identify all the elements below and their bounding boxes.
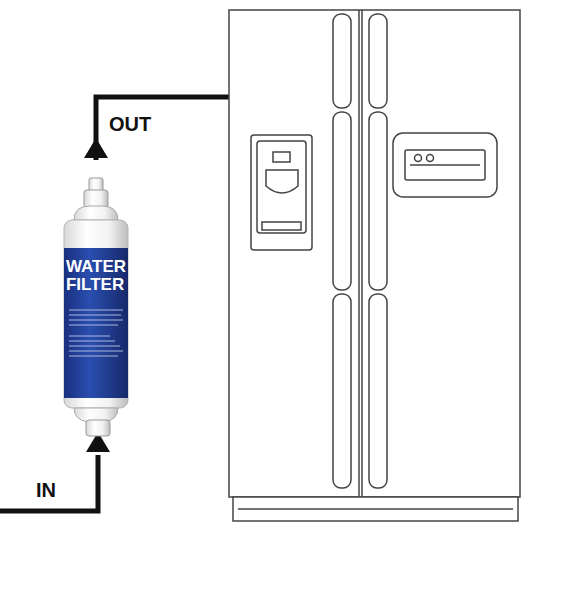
inlet-pipe bbox=[0, 455, 98, 511]
dispenser-paddle bbox=[266, 170, 298, 193]
dispenser-button bbox=[273, 152, 290, 162]
control-button bbox=[415, 155, 422, 162]
outlet-pipe bbox=[96, 97, 229, 160]
flow-label: IN bbox=[36, 480, 56, 500]
fridge-cabinet bbox=[229, 10, 520, 497]
base-grille bbox=[238, 508, 513, 510]
display-divider bbox=[410, 164, 480, 166]
door-split bbox=[358, 10, 360, 497]
door-split bbox=[361, 10, 363, 497]
outlet-fitting bbox=[84, 190, 108, 208]
door-handle bbox=[333, 294, 351, 488]
filter-body bbox=[64, 220, 128, 408]
filter-label: WATER FILTER bbox=[66, 258, 126, 294]
label-fine-print bbox=[69, 310, 123, 356]
drip-tray bbox=[262, 222, 301, 230]
top-cap bbox=[74, 206, 118, 220]
door-handle bbox=[333, 14, 351, 108]
door-handle bbox=[369, 112, 387, 290]
fridge-base bbox=[233, 497, 518, 521]
filter-label-band bbox=[64, 248, 128, 398]
water-filter bbox=[64, 178, 128, 436]
refrigerator bbox=[229, 10, 520, 521]
door-handle bbox=[369, 294, 387, 488]
inlet-fitting bbox=[86, 420, 110, 436]
dispenser-recess bbox=[257, 141, 306, 233]
control-panel bbox=[393, 133, 497, 197]
control-button bbox=[427, 155, 434, 162]
water-dispenser bbox=[251, 135, 312, 250]
brand-text: WATER FILTER bbox=[66, 258, 126, 294]
door-handle bbox=[333, 112, 351, 290]
door-handle bbox=[369, 14, 387, 108]
display bbox=[405, 150, 485, 180]
flow-label: OUT bbox=[109, 114, 151, 134]
outlet-arrowhead bbox=[84, 138, 108, 158]
